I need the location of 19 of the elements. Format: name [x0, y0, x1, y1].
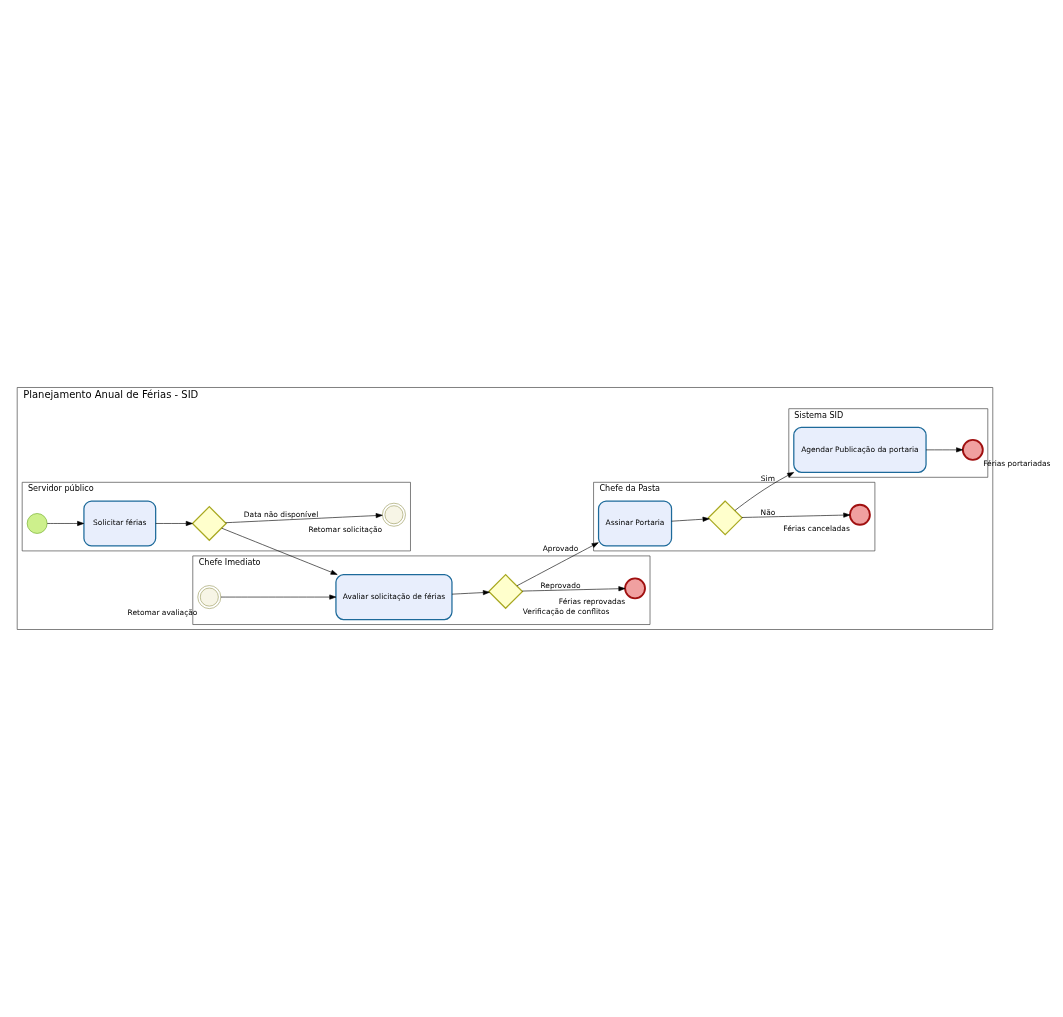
- arrow: [220, 594, 337, 600]
- node-diamond: [707, 500, 743, 536]
- node-diamond: [487, 573, 524, 610]
- arrow: [925, 447, 964, 453]
- arrow: [671, 516, 710, 522]
- arrow: [155, 521, 193, 526]
- node-circle: [624, 577, 646, 600]
- arrow: [451, 590, 490, 596]
- node-circle: [26, 513, 48, 534]
- arrow: [46, 521, 85, 526]
- arrow: [221, 527, 338, 575]
- arrow: [516, 542, 599, 587]
- node-diamond: [191, 505, 228, 542]
- node-circle: [961, 438, 984, 461]
- arrow: [225, 513, 383, 524]
- arrow: [521, 586, 626, 592]
- arrow: [741, 512, 851, 518]
- node-circle: [849, 503, 871, 526]
- arrow: [734, 472, 795, 511]
